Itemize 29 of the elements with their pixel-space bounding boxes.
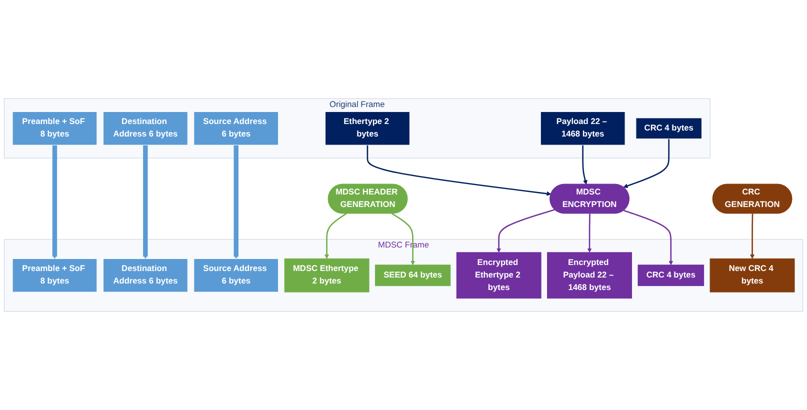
arrow	[624, 210, 674, 266]
node-box	[638, 264, 704, 286]
arrow	[143, 144, 148, 259]
cluster	[4, 239, 804, 312]
node-box	[284, 258, 370, 292]
cluster	[4, 98, 710, 158]
arrow	[391, 213, 416, 266]
node-box	[456, 252, 542, 299]
arrow	[587, 214, 592, 253]
arrow	[234, 144, 238, 259]
arrow	[324, 213, 347, 259]
node-box	[375, 264, 451, 286]
node-box	[12, 111, 98, 146]
arrow	[496, 209, 555, 253]
arrow	[750, 214, 755, 259]
node-box	[325, 111, 410, 146]
node-box	[710, 258, 795, 292]
node-box	[194, 111, 279, 146]
node-box	[12, 258, 98, 292]
node-box	[540, 111, 626, 146]
node-box	[636, 118, 702, 140]
arrow	[582, 145, 588, 185]
node-box	[102, 258, 188, 292]
node-box	[547, 252, 632, 299]
arrow	[623, 138, 670, 188]
node-box	[102, 111, 188, 146]
node-box	[194, 258, 279, 292]
arrow	[366, 145, 552, 196]
arrow	[52, 144, 58, 259]
